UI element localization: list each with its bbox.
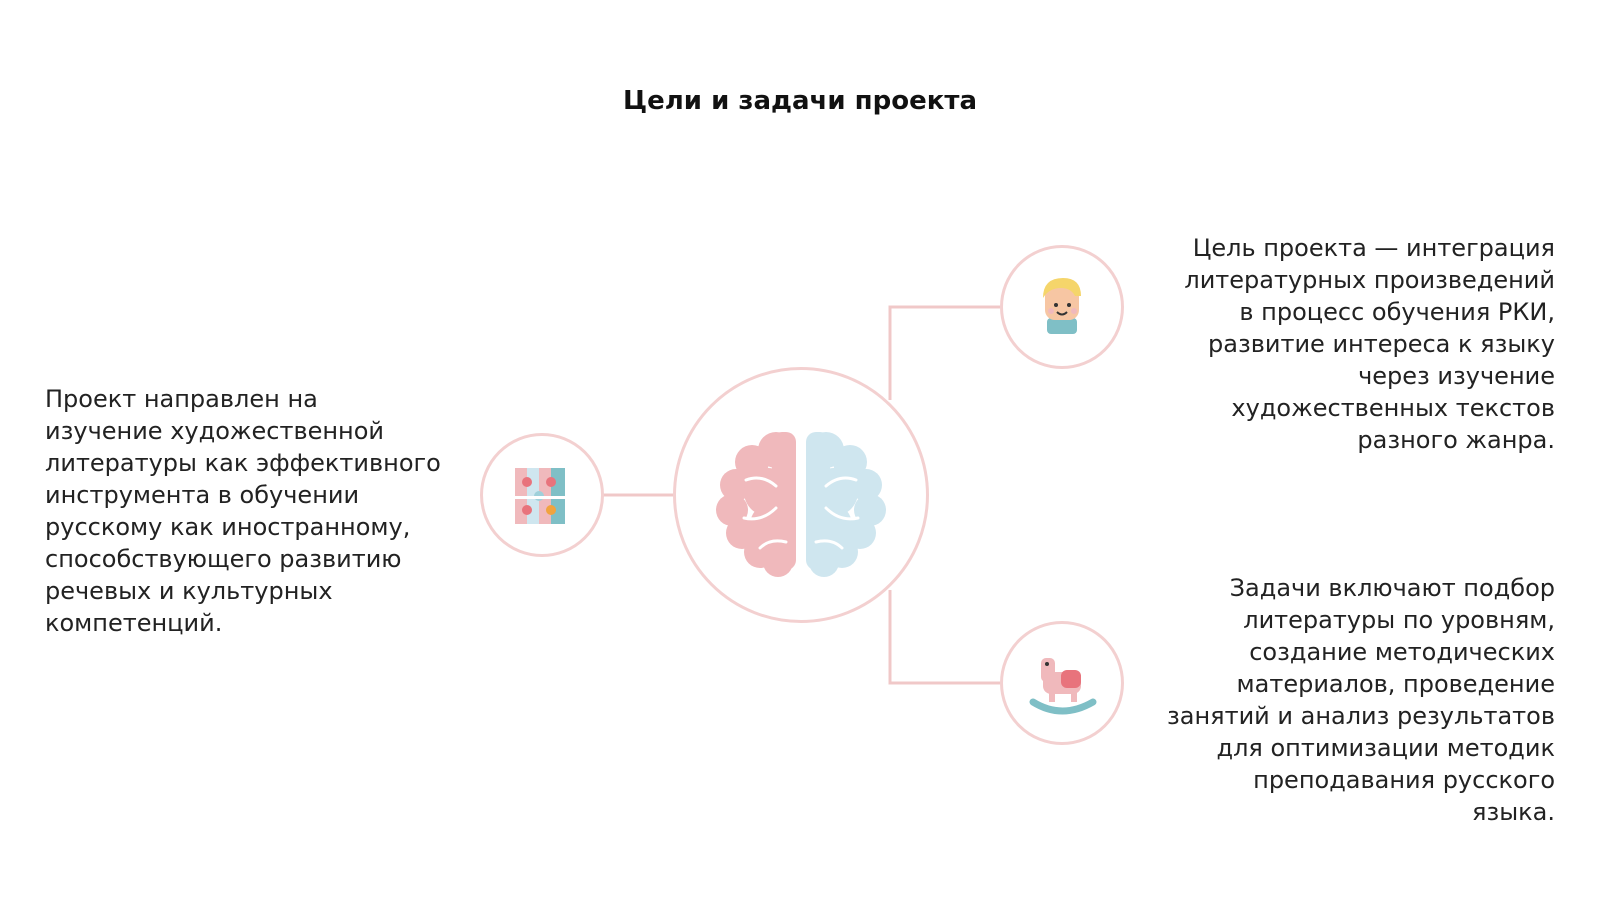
puzzle-icon [515,468,565,524]
project-description-text: Проект направлен на изучение художествен… [45,385,441,637]
project-goal-text: Цель проекта — интеграция литературных п… [1184,234,1555,454]
page-title: Цели и задачи проекта [623,86,977,116]
child-face-icon [1043,278,1081,334]
project-tasks-text: Задачи включают подбор литературы по уро… [1166,574,1555,826]
puzzle-node [480,433,604,557]
rocking-horse-icon [1029,658,1097,715]
brain-node [673,367,929,623]
child-node [1000,245,1124,369]
rocking-horse-node [1000,621,1124,745]
brain-icon [716,428,886,577]
